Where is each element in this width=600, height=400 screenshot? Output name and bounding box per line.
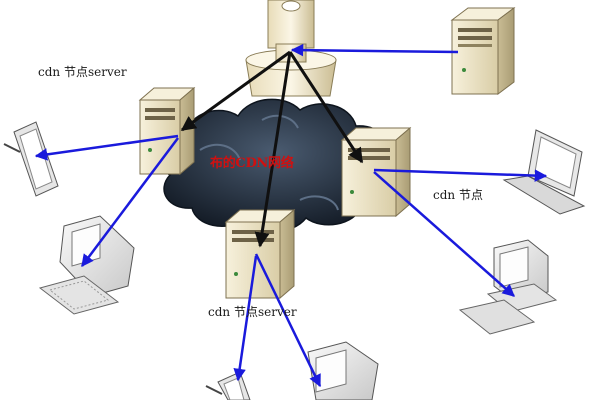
laptop-icon: [502, 129, 586, 215]
cache-server-icon: [224, 208, 296, 300]
cdn-node-label-top-left: cdn 节点server: [38, 65, 127, 79]
origin-server-icon: [245, 0, 337, 97]
origin-links: [180, 50, 364, 248]
cdn-node-label-bottom: cdn 节点server: [208, 305, 297, 319]
distribution-links: [34, 43, 548, 388]
cdn-node-label-right: cdn 节点: [433, 188, 483, 202]
crt-monitor-icon: [458, 239, 558, 335]
crt-monitor-icon: [307, 341, 379, 400]
cache-server-icon: [138, 86, 196, 176]
cache-server-icon: [340, 126, 412, 218]
crt-monitor-icon: [38, 215, 135, 315]
tablet-icon: [205, 371, 251, 400]
origin-server-icon: [450, 7, 516, 95]
network-label: 布的CDN网络: [210, 156, 294, 171]
tablet-icon: [3, 121, 59, 197]
